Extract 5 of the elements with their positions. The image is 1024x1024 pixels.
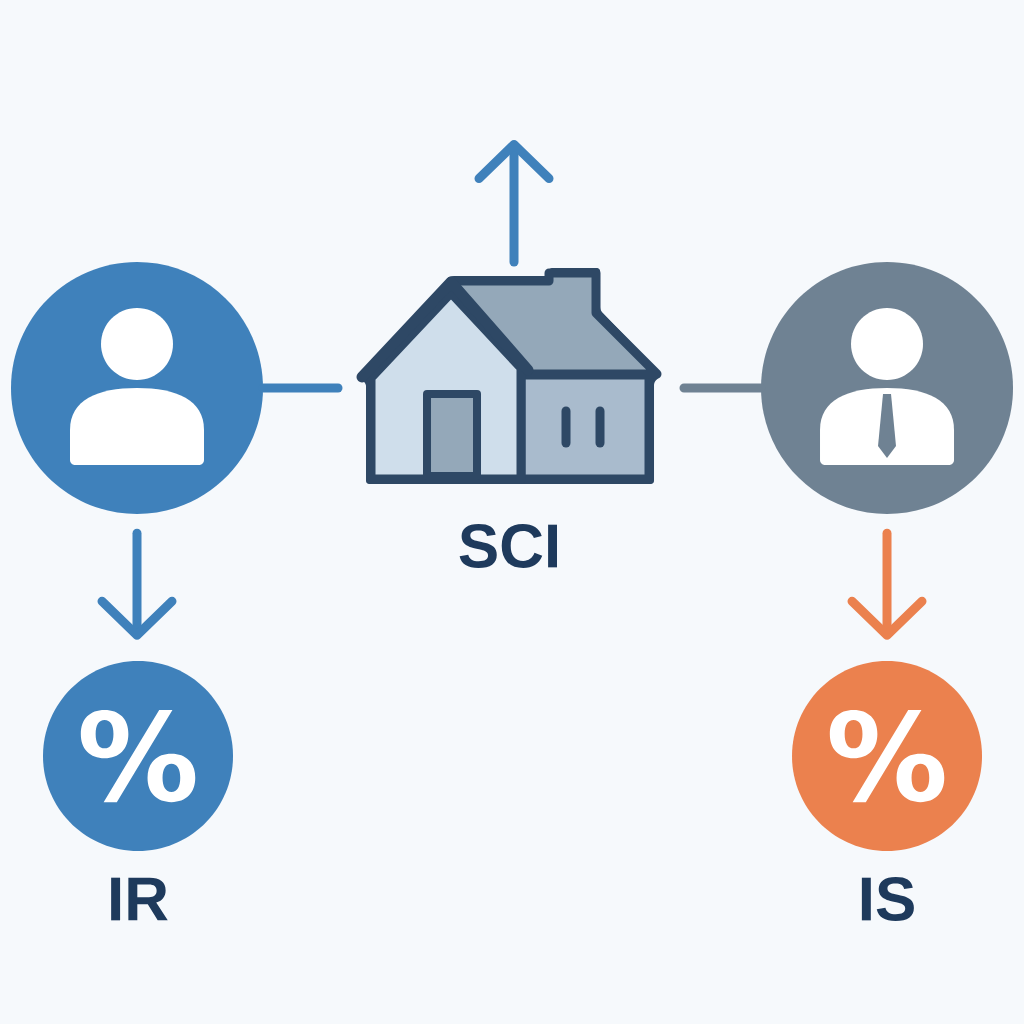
node-label: IR: [111, 877, 168, 921]
node-label: SCI: [459, 524, 558, 568]
node-label: IS: [861, 877, 914, 921]
person-icon: [11, 262, 263, 514]
person-icon: [761, 262, 1013, 514]
